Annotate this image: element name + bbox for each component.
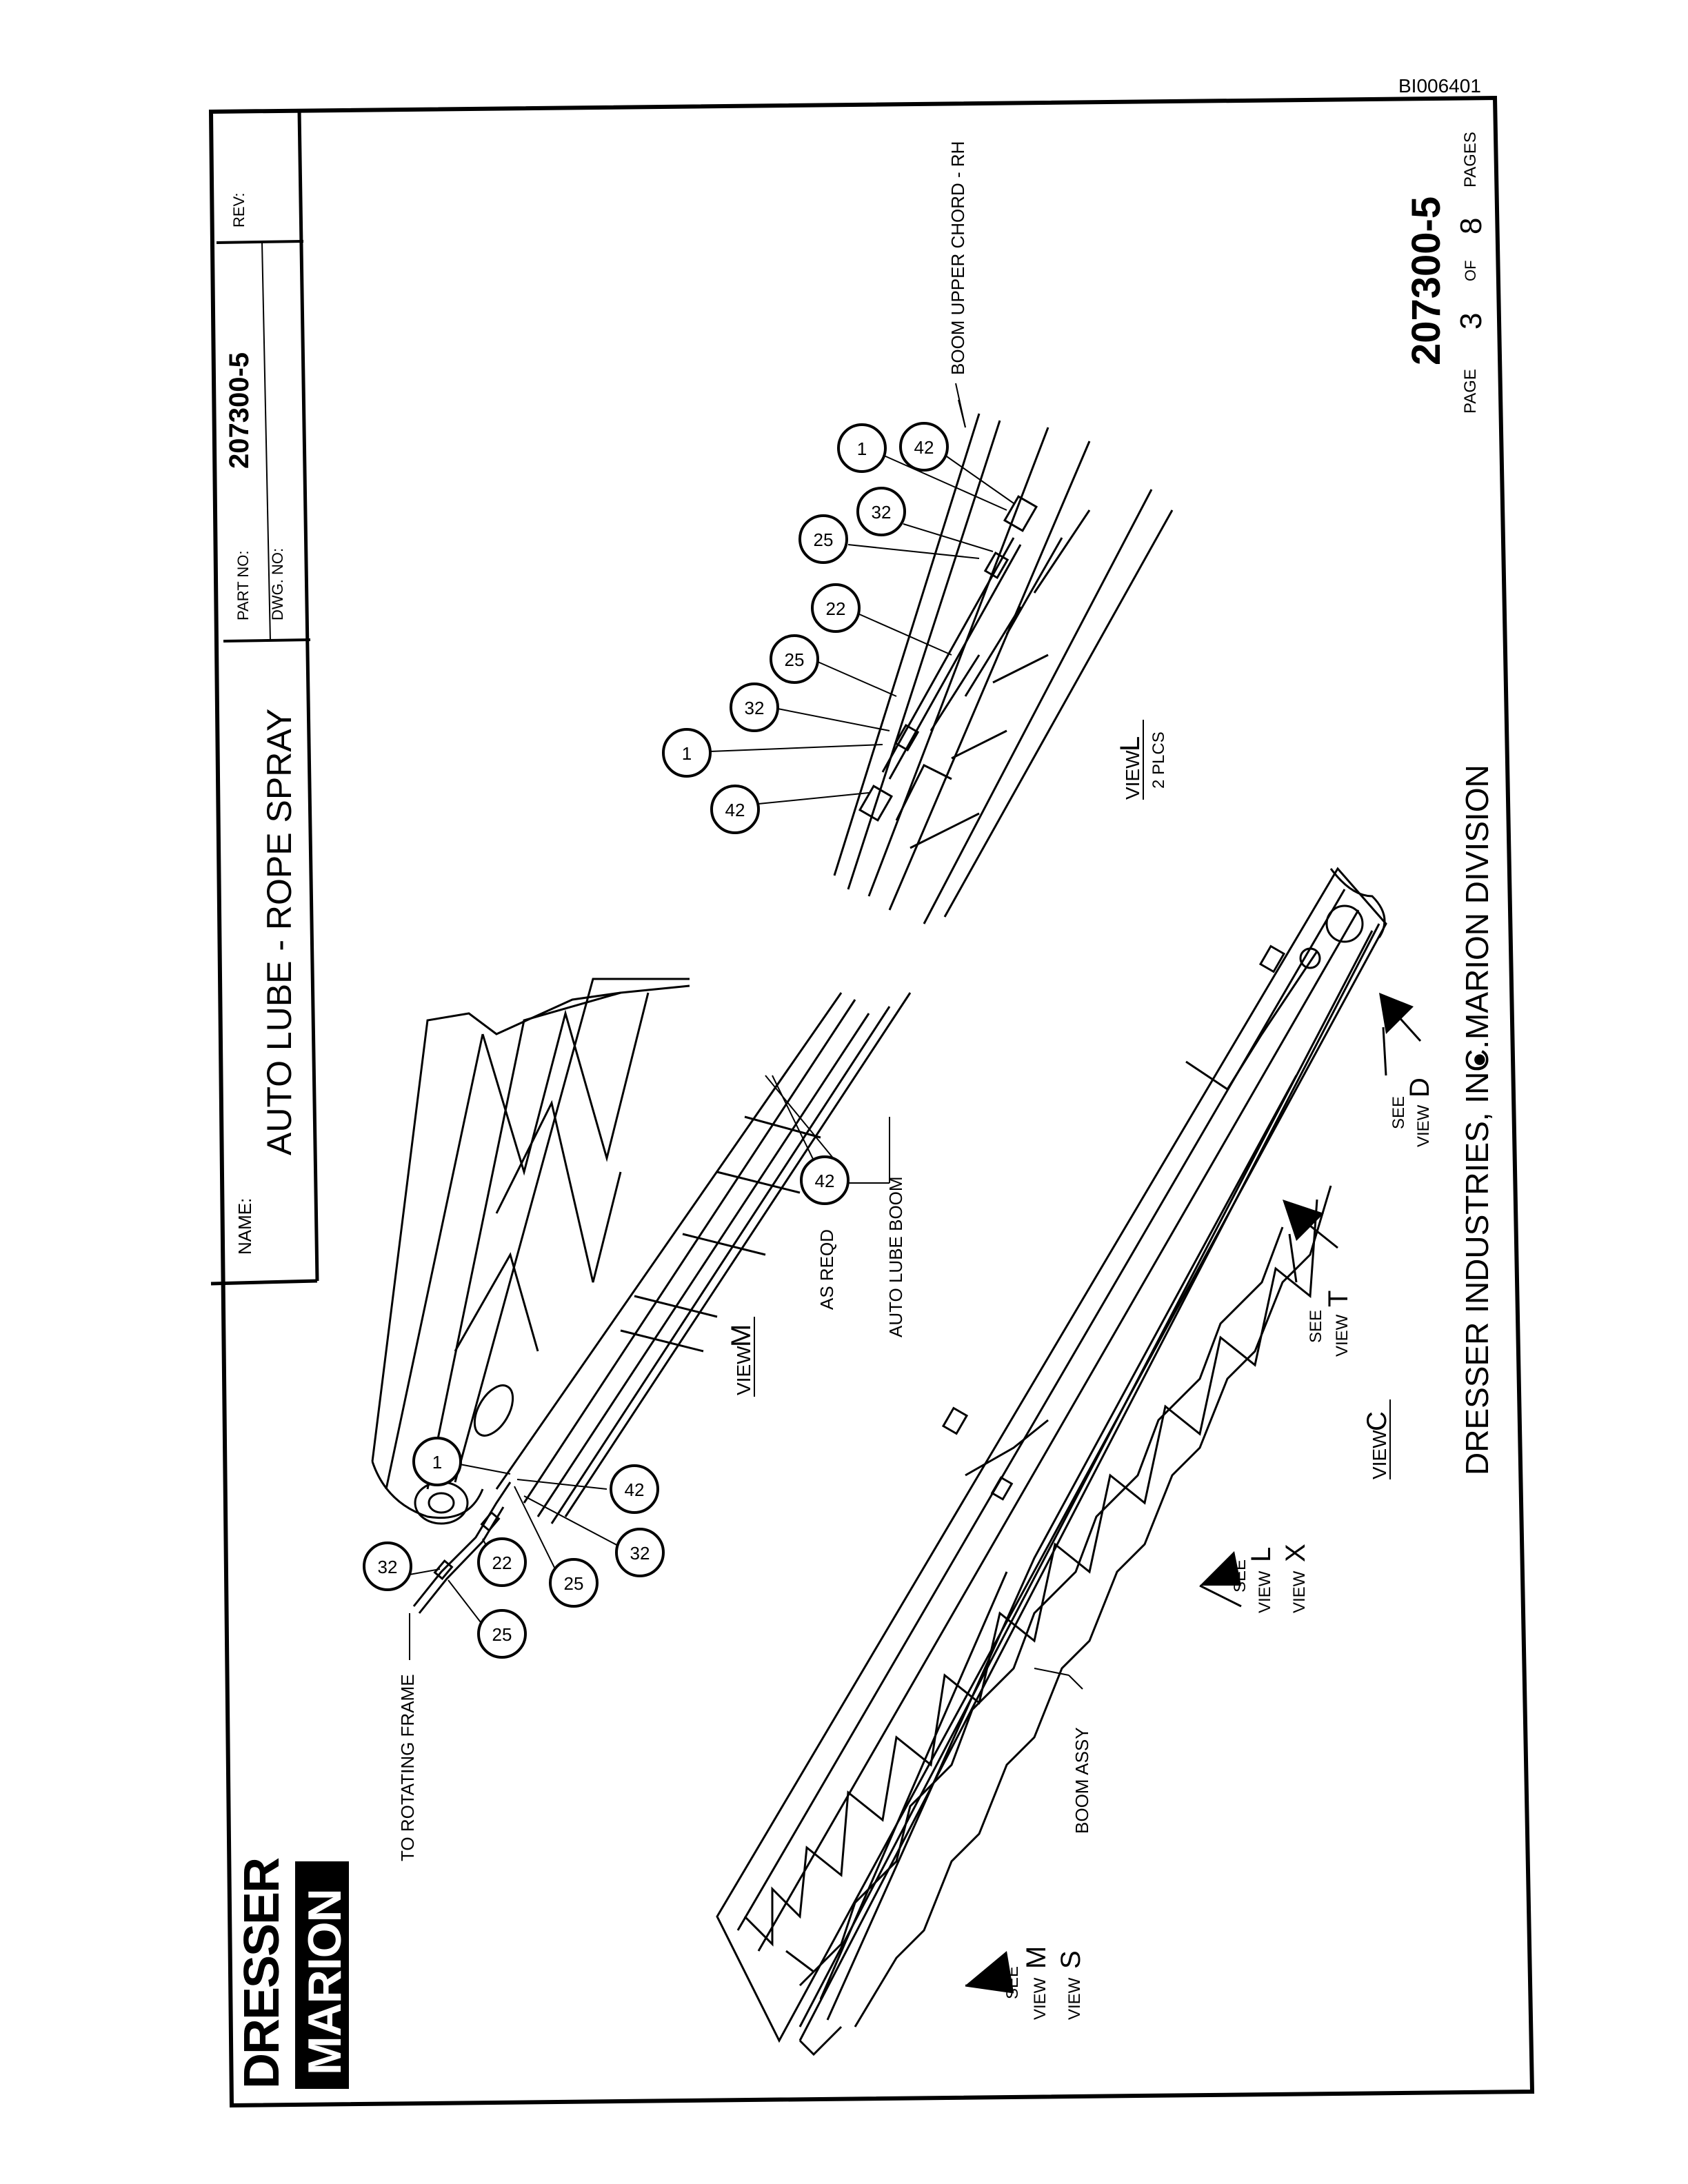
callout-m-42b: 42 [815,1171,835,1191]
label-boom-assy: BOOM ASSY [1072,1727,1092,1834]
part-no-label: PART NO: [234,551,252,620]
callout-l-32a: 32 [745,698,765,718]
rev-label: REV: [230,192,248,228]
callout-l-42b: 42 [914,437,934,458]
label-to-rotating-frame: TO ROTATING FRAME [397,1674,418,1861]
callout-m-1: 1 [432,1452,442,1473]
label-boom-upper-chord: BOOM UPPER CHORD - RH [947,141,968,375]
svg-text:SEE: SEE [1231,1559,1249,1593]
svg-text:VIEW: VIEW [1369,1430,1390,1479]
svg-text:VIEW: VIEW [1122,750,1143,800]
svg-text:SEE: SEE [1389,1096,1408,1129]
dresser-marion-logo: DRESSER MARION [234,1858,351,2089]
see-view-t-marker: SEE VIEW T [1283,1200,1354,1357]
callout-l-1b: 1 [857,438,867,459]
page-number: 3 [1454,313,1488,330]
svg-text:SEE: SEE [1307,1310,1325,1343]
svg-text:VIEW: VIEW [1333,1314,1352,1357]
view-l-title: VIEW L 2 PLCS [1115,720,1168,800]
footer: DRESSER INDUSTRIES, INC. ● MARION DIVISI… [1404,132,1495,1475]
svg-text:VIEW: VIEW [1031,1977,1049,2020]
pages-label: PAGES [1461,132,1480,188]
callout-m-42a: 42 [625,1479,645,1500]
see-view-d-marker: SEE VIEW D [1379,993,1435,1147]
view-m-callouts: 1 42 32 22 25 32 25 42 [363,1075,890,1659]
view-l-callouts: 1 42 32 25 22 25 32 1 42 [662,399,1014,834]
view-l-illustration [833,413,1174,924]
svg-text:X: X [1280,1544,1311,1562]
callout-l-1a: 1 [682,743,692,764]
footer-company: DRESSER INDUSTRIES, INC. [1459,1040,1495,1475]
page-label: PAGE [1461,369,1480,414]
logo-line-dresser: DRESSER [234,1858,290,2089]
svg-text:VIEW: VIEW [1290,1570,1309,1613]
label-auto-lube-boom: AUTO LUBE BOOM [885,1176,906,1337]
svg-text:L: L [1246,1547,1276,1562]
svg-text:M: M [726,1324,756,1347]
see-view-lx-marker: SEE VIEW L VIEW X [1199,1544,1311,1613]
svg-text:VIEW: VIEW [733,1346,754,1395]
total-pages: 8 [1454,218,1488,234]
of-label: OF [1462,260,1479,281]
part-number: 207300-5 [224,352,254,469]
footer-doc-number: 207300-5 [1404,196,1449,365]
svg-text:VIEW: VIEW [1414,1104,1433,1147]
callout-m-25b: 25 [492,1624,512,1645]
callout-m-32a: 32 [378,1557,398,1577]
callout-m-32b: 32 [630,1543,650,1564]
svg-text:SEE: SEE [1003,1966,1022,1999]
doc-id: BI006401 [1398,75,1481,97]
svg-text:C: C [1362,1411,1392,1431]
drawing-border [208,95,1535,2108]
callout-l-25a: 25 [785,649,805,670]
callout-l-42a: 42 [725,800,745,820]
callout-m-22: 22 [492,1553,512,1573]
callout-l-25b: 25 [814,529,834,550]
title-block: NAME: AUTO LUBE - ROPE SPRAY PART NO: 20… [210,110,319,1286]
label-as-reqd: AS REQD [816,1229,837,1310]
view-c-title: VIEW C [1362,1399,1392,1479]
leader-boom-upper-chord [955,383,966,428]
view-m-illustration [371,978,912,1614]
leader-boom-assy [1068,1675,1083,1690]
view-m-title: VIEW M [726,1317,756,1397]
callout-l-22: 22 [826,598,846,619]
see-view-ms-marker: SEE VIEW M VIEW S [965,1946,1086,2020]
svg-text:2 PLCS: 2 PLCS [1149,731,1168,789]
logo-black-band [295,1861,349,2089]
svg-text:L: L [1115,736,1145,751]
svg-text:D: D [1405,1078,1435,1098]
drawing-name: AUTO LUBE - ROPE SPRAY [260,709,299,1155]
boom-assembly-illustration [716,867,1387,2056]
svg-text:VIEW: VIEW [1256,1570,1274,1613]
svg-text:VIEW: VIEW [1065,1977,1084,2020]
footer-bullet: ● [1464,1052,1492,1067]
logo-line-marion: MARION [299,1889,351,2075]
footer-division: MARION DIVISION [1459,765,1495,1040]
dwg-no-label: DWG. NO: [269,548,286,620]
callout-l-32b: 32 [872,502,892,523]
svg-text:T: T [1323,1291,1354,1307]
callout-m-25a: 25 [564,1573,584,1594]
svg-text:S: S [1056,1950,1086,1969]
svg-text:M: M [1021,1946,1052,1969]
name-label: NAME: [234,1198,255,1255]
